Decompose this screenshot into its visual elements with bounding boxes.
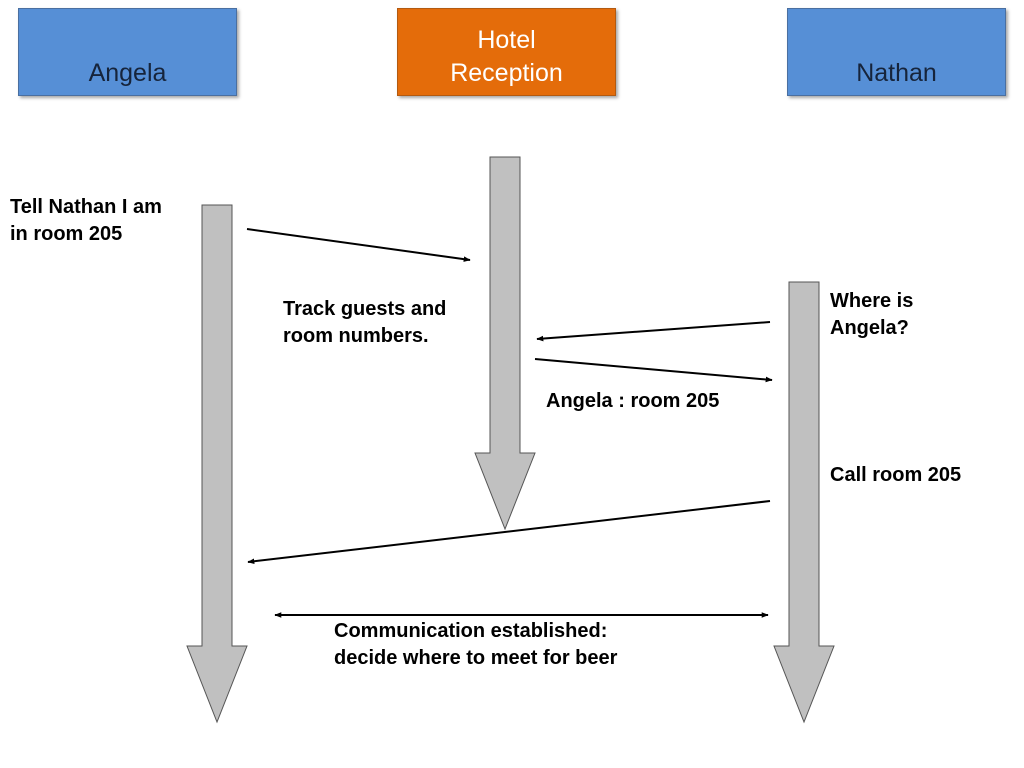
message-arrow-angela-to-hotel (246, 228, 471, 262)
message-label-communication: Communication established: decide where … (334, 618, 617, 672)
message-label-where-is-line1: Where is (830, 290, 914, 312)
message-label-communication-line1: Communication established: (334, 620, 608, 642)
message-arrow-nathan-to-angela (247, 500, 771, 565)
message-label-communication-line2: decide where to meet for beer (334, 647, 618, 669)
message-arrow-nathan-to-hotel (536, 321, 771, 342)
message-label-angela-room: Angela : room 205 (546, 390, 720, 412)
actor-hotel-label-line2: Reception (450, 59, 563, 87)
message-label-tell-nathan-line1: Tell Nathan I am (10, 196, 162, 218)
actor-hotel-label-line1: Hotel (477, 26, 536, 54)
actor-nathan-box: Nathan (787, 8, 1006, 96)
message-arrow-hotel-to-nathan (534, 358, 773, 383)
note-label-track-guests-line2: room numbers. (283, 325, 429, 347)
message-label-tell-nathan: Tell Nathan I am in room 205 (10, 194, 162, 248)
actor-angela-label: Angela (88, 59, 167, 87)
message-label-where-is-angela: Where is Angela? (830, 288, 913, 342)
message-label-where-is-line2: Angela? (830, 317, 909, 339)
note-label-track-guests-line1: Track guests and (283, 298, 447, 320)
note-label-track-guests: Track guests and room numbers. (283, 296, 446, 350)
message-label-call-room: Call room 205 (830, 464, 962, 486)
actor-nathan-label: Nathan (856, 59, 937, 87)
lifeline-hotel-reception (474, 156, 536, 531)
lifeline-nathan (773, 281, 835, 724)
actor-hotel-reception-box: Hotel Reception (397, 8, 616, 96)
message-label-tell-nathan-line2: in room 205 (10, 223, 123, 245)
lifeline-angela (186, 204, 248, 724)
actor-angela-box: Angela (18, 8, 237, 96)
